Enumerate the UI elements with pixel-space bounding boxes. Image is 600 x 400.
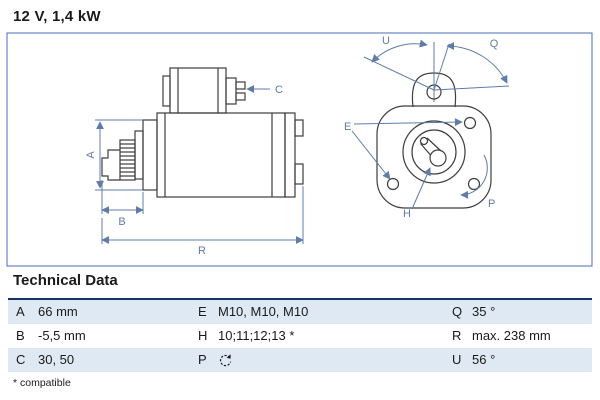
param-label: P (198, 352, 207, 367)
param-label: Q (452, 304, 463, 319)
table-row: C 30, 50 P U 56 ° (8, 348, 592, 372)
dim-label-p: P (488, 198, 495, 210)
param-label: E (198, 304, 207, 319)
dim-label-u: U (382, 35, 390, 47)
dim-label-a: A (85, 151, 97, 159)
technical-data-title: Technical Data (13, 272, 118, 289)
dim-label-c: C (275, 84, 283, 96)
param-value: 66 mm (38, 304, 78, 319)
dim-label-b: B (118, 216, 125, 228)
table-row: B -5,5 mm H 10;11;12;13 * R max. 238 mm (8, 324, 592, 348)
param-label: B (16, 328, 25, 343)
technical-data-table: A 66 mm E M10, M10, M10 Q 35 ° B -5,5 mm… (8, 298, 592, 372)
drawing-frame (6, 32, 593, 267)
param-label: R (452, 328, 462, 343)
param-label: C (16, 352, 26, 367)
compatibility-footnote: * compatible (13, 377, 71, 389)
dim-label-q: Q (490, 38, 499, 50)
param-value: 56 ° (472, 352, 496, 367)
rotation-clockwise-icon (219, 353, 232, 366)
starter-side-view (101, 67, 304, 198)
dim-label-h: H (403, 208, 411, 220)
side-dimension-lines (95, 85, 304, 244)
param-label: H (198, 328, 208, 343)
dim-label-r: R (198, 245, 206, 257)
param-value: 30, 50 (38, 352, 75, 367)
voltage-power-spec: 12 V, 1,4 kW (13, 8, 101, 25)
param-value: max. 238 mm (472, 328, 551, 343)
param-value: 10;11;12;13 * (218, 328, 295, 343)
technical-drawing: A B C R (6, 32, 593, 267)
param-value (214, 348, 444, 372)
param-label: A (16, 304, 25, 319)
front-dimension-lines (351, 39, 510, 210)
front-dimension-labels: U Q E H P (344, 35, 499, 220)
param-value: 35 ° (472, 304, 496, 319)
dim-label-e: E (344, 121, 351, 133)
table-row: A 66 mm E M10, M10, M10 Q 35 ° (8, 300, 592, 324)
starter-front-view (376, 72, 492, 209)
param-label: U (452, 352, 462, 367)
side-dimension-labels: A B C R (85, 84, 283, 257)
param-value: M10, M10, M10 (218, 304, 309, 319)
param-value: -5,5 mm (38, 328, 86, 343)
